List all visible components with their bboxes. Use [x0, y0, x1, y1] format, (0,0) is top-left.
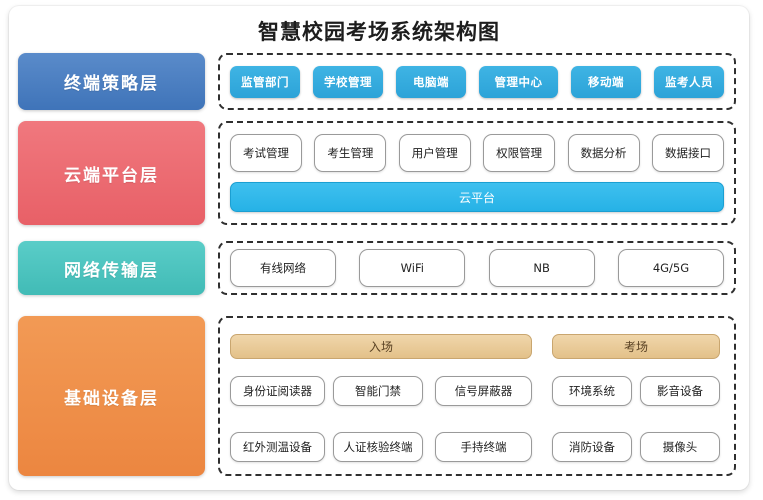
chip-cloud-1[interactable]: 考生管理	[314, 133, 387, 172]
chip-network-3[interactable]: 4G/5G	[617, 249, 724, 287]
chip-network-0[interactable]: 有线网络	[230, 249, 336, 287]
layer-body-terminal: 监管部门 学校管理 电脑端 管理中心 移动端 监考人员	[218, 53, 736, 110]
page-title: 智慧校园考场系统架构图	[258, 20, 500, 44]
chip-terminal-2[interactable]: 电脑端	[396, 65, 466, 98]
chip-cloud-0[interactable]: 考试管理	[230, 133, 302, 172]
chip-terminal-4[interactable]: 移动端	[571, 65, 641, 98]
chip-device-r1-1[interactable]: 智能门禁	[333, 376, 423, 406]
layer-body-network: 有线网络 WiFi NB 4G/5G	[218, 241, 736, 295]
chip-device-r1-2[interactable]: 信号屏蔽器	[435, 376, 532, 406]
cloud-chip-row: 考试管理 考生管理 用户管理 权限管理 数据分析 数据接口	[220, 133, 734, 172]
chip-device-r1-3[interactable]: 环境系统	[552, 376, 632, 406]
diagram-card: 智慧校园考场系统架构图 终端策略层 监管部门 学校管理 电脑端 管理中心 移动端…	[9, 6, 749, 490]
layer-body-infrastructure: 入场 考场 身份证阅读器 智能门禁 信号屏蔽器 环境系统 影音设备 红外测温设备…	[218, 316, 736, 476]
chip-device-r2-2[interactable]: 手持终端	[435, 432, 532, 462]
chip-device-r2-0[interactable]: 红外测温设备	[230, 432, 325, 462]
chip-device-r1-4[interactable]: 影音设备	[640, 376, 720, 406]
cloud-platform-bar[interactable]: 云平台	[230, 182, 724, 213]
terminal-chip-row: 监管部门 学校管理 电脑端 管理中心 移动端 监考人员	[220, 65, 734, 98]
network-chip-row: 有线网络 WiFi NB 4G/5G	[220, 249, 734, 287]
chip-device-r2-3[interactable]: 消防设备	[552, 432, 632, 462]
chip-device-r1-0[interactable]: 身份证阅读器	[230, 376, 325, 406]
chip-terminal-5[interactable]: 监考人员	[654, 65, 724, 98]
chip-cloud-4[interactable]: 数据分析	[567, 133, 640, 172]
chip-cloud-2[interactable]: 用户管理	[398, 133, 471, 172]
chip-terminal-3[interactable]: 管理中心	[479, 65, 558, 98]
infra-grid: 入场 考场 身份证阅读器 智能门禁 信号屏蔽器 环境系统 影音设备 红外测温设备…	[220, 318, 734, 474]
layer-label-network[interactable]: 网络传输层	[18, 241, 205, 295]
chip-device-r2-4[interactable]: 摄像头	[640, 432, 720, 462]
chip-terminal-0[interactable]: 监管部门	[230, 65, 300, 98]
chip-cloud-5[interactable]: 数据接口	[651, 133, 724, 172]
layer-label-terminal[interactable]: 终端策略层	[18, 53, 205, 110]
group-bar-exam-room[interactable]: 考场	[552, 334, 720, 359]
layer-label-infrastructure[interactable]: 基础设备层	[18, 316, 205, 476]
chip-device-r2-1[interactable]: 人证核验终端	[333, 432, 423, 462]
layer-label-cloud[interactable]: 云端平台层	[18, 121, 205, 225]
group-bar-entrance[interactable]: 入场	[230, 334, 532, 359]
chip-network-2[interactable]: NB	[488, 249, 595, 287]
layer-body-cloud: 考试管理 考生管理 用户管理 权限管理 数据分析 数据接口 云平台	[218, 121, 736, 225]
chip-network-1[interactable]: WiFi	[359, 249, 466, 287]
chip-cloud-3[interactable]: 权限管理	[483, 133, 556, 172]
chip-terminal-1[interactable]: 学校管理	[313, 65, 383, 98]
